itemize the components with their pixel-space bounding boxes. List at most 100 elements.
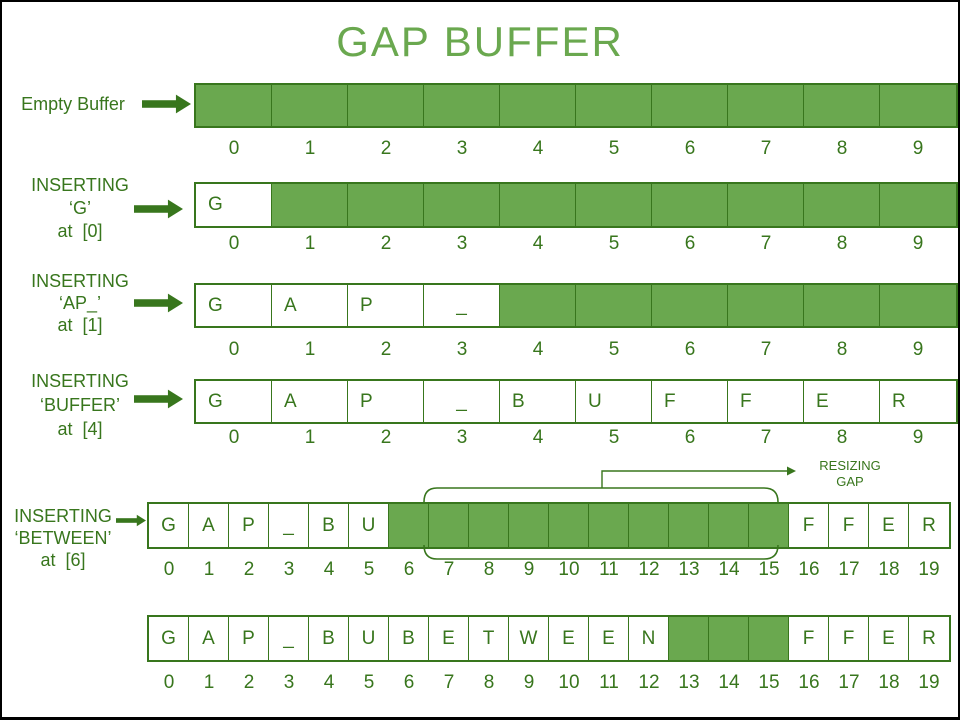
row-label-line: INSERTING xyxy=(31,371,129,391)
row-label-line: Empty Buffer xyxy=(21,94,125,114)
cell-letter: _ xyxy=(456,294,467,316)
index-label: 1 xyxy=(203,559,215,580)
gap-cell xyxy=(424,85,500,126)
index-label: 5 xyxy=(608,138,620,159)
cell-letter: P xyxy=(242,627,255,649)
index-label: 8 xyxy=(483,672,495,693)
index-label: 9 xyxy=(912,427,924,448)
cell-letter: P xyxy=(242,514,255,536)
buffer-cell: _ xyxy=(424,285,500,326)
index-label: 15 xyxy=(758,672,780,693)
row-label-line: at [6] xyxy=(40,550,86,570)
row-label-line: at [4] xyxy=(57,419,103,439)
cell-letter: _ xyxy=(456,390,467,412)
buffer-cell: A xyxy=(272,381,348,422)
index-label: 6 xyxy=(684,138,696,159)
index-label: 10 xyxy=(558,672,580,693)
row-label-insert-between-resized-gap: INSERTING‘BETWEEN’at [6] xyxy=(2,505,124,571)
index-label: 4 xyxy=(323,559,335,580)
buffer-cell: U xyxy=(349,504,389,547)
buffer-cell: R xyxy=(909,504,949,547)
index-label: 8 xyxy=(836,339,848,360)
buffer-cell: E xyxy=(869,617,909,660)
cell-letter: B xyxy=(322,514,335,536)
cell-letter: F xyxy=(664,390,676,412)
index-label: 3 xyxy=(456,339,468,360)
gap-cell xyxy=(804,184,880,226)
gap-cell xyxy=(576,85,652,126)
buffer-cell: E xyxy=(589,617,629,660)
gap-cell xyxy=(424,184,500,226)
index-label: 4 xyxy=(532,138,544,159)
buffer-cell: G xyxy=(196,184,272,226)
gap-cell xyxy=(629,504,669,547)
buffer-cell: A xyxy=(189,617,229,660)
row-label-line: ‘BETWEEN’ xyxy=(14,528,112,548)
index-label: 9 xyxy=(523,559,535,580)
buffer-cell: _ xyxy=(269,504,309,547)
index-label: 1 xyxy=(304,427,316,448)
index-label: 7 xyxy=(760,138,772,159)
index-label: 3 xyxy=(283,672,295,693)
buffer-cell: _ xyxy=(269,617,309,660)
cell-letter: R xyxy=(922,627,936,649)
buffer-cell: B xyxy=(309,617,349,660)
cell-letter: _ xyxy=(283,514,294,536)
cell-letter: N xyxy=(641,627,656,649)
index-label: 1 xyxy=(304,233,316,254)
buffer-cell: A xyxy=(272,285,348,326)
index-label: 5 xyxy=(363,672,375,693)
buffer-cell: R xyxy=(880,381,956,422)
buffer-cell: F xyxy=(652,381,728,422)
buffer-cell: F xyxy=(829,504,869,547)
index-label: 8 xyxy=(836,427,848,448)
buffer-cell: F xyxy=(829,617,869,660)
gap-cell xyxy=(500,85,576,126)
buffer-cell: B xyxy=(500,381,576,422)
buffer-cell: _ xyxy=(424,381,500,422)
buffer-cell: A xyxy=(189,504,229,547)
index-label: 9 xyxy=(912,339,924,360)
cell-letter: U xyxy=(588,390,602,412)
row-label-insert-ap: INSERTING‘AP_’at [1] xyxy=(10,270,150,336)
index-label: 6 xyxy=(684,339,696,360)
index-label: 1 xyxy=(203,672,215,693)
gap-cell xyxy=(669,617,709,660)
resizing-gap-label-line: RESIZING xyxy=(819,458,881,473)
cell-letter: F xyxy=(842,514,855,536)
gap-cell xyxy=(652,285,728,326)
gap-cell xyxy=(272,85,348,126)
gap-cell xyxy=(589,504,629,547)
index-label: 4 xyxy=(532,339,544,360)
buffer-cell: G xyxy=(196,381,272,422)
index-label: 6 xyxy=(684,427,696,448)
gap-cell xyxy=(576,285,652,326)
buffer-cell: B xyxy=(309,504,349,547)
buffer-cell: E xyxy=(869,504,909,547)
right-arrow-icon xyxy=(134,293,183,313)
gap-cell xyxy=(576,184,652,226)
buffer-cell: P xyxy=(229,617,269,660)
index-label: 9 xyxy=(523,672,535,693)
buffer-cell: R xyxy=(909,617,949,660)
index-label: 0 xyxy=(228,427,240,448)
index-label: 0 xyxy=(228,138,240,159)
index-label: 16 xyxy=(798,672,820,693)
cell-letter: G xyxy=(208,194,223,215)
index-label: 8 xyxy=(483,559,495,580)
gap-cell xyxy=(728,285,804,326)
index-label: 0 xyxy=(163,672,175,693)
index-label: 0 xyxy=(163,559,175,580)
gap-cell xyxy=(196,85,272,126)
index-label: 12 xyxy=(638,672,660,693)
index-label: 14 xyxy=(718,672,740,693)
buffer-cell: P xyxy=(348,381,424,422)
buffer-empty-buffer xyxy=(194,83,958,128)
cell-letter: E xyxy=(562,627,575,649)
index-label: 12 xyxy=(638,559,660,580)
cell-letter: A xyxy=(284,390,297,412)
